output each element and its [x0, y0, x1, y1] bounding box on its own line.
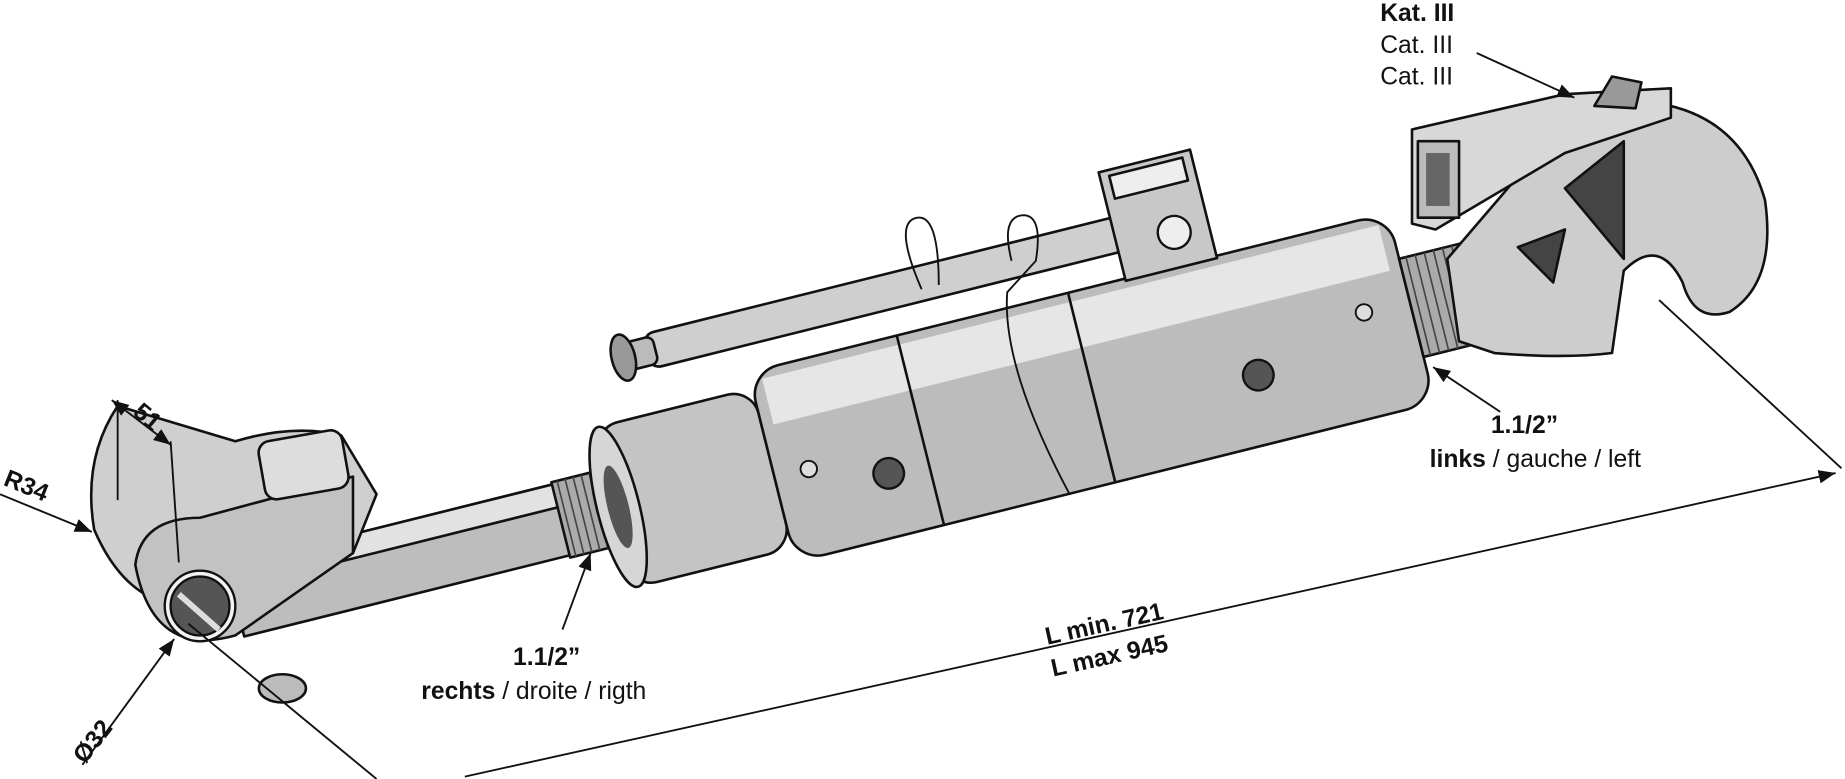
tube-hole	[1241, 358, 1275, 392]
spring-clip	[904, 214, 1071, 496]
right-thread-size: 1.1/2”	[1491, 412, 1558, 439]
quick-hitch-hook	[1410, 75, 1769, 358]
dimension-lines	[0, 52, 1843, 779]
category-label-de: Kat. III	[1380, 0, 1454, 27]
right-thread-direction: links / gauche / left	[1430, 446, 1641, 473]
tube-hole	[872, 456, 906, 490]
left-thread-direction-de: rechts	[421, 678, 495, 705]
bore-label: Ø32	[68, 715, 118, 768]
right-thread-direction-de: links	[1430, 446, 1486, 473]
top-link-body	[225, 148, 1494, 638]
radius-label: R34	[0, 465, 52, 507]
left-thread-size: 1.1/2”	[513, 644, 580, 671]
grease-nipple	[1354, 303, 1374, 322]
left-thread-direction-rest: / droite / rigth	[495, 678, 646, 705]
right-thread-direction-rest: / gauche / left	[1486, 446, 1641, 473]
left-thread-direction: rechts / droite / rigth	[421, 678, 646, 705]
category-label-en: Cat. III	[1380, 64, 1453, 91]
grease-nipple	[799, 459, 818, 479]
ball-eye-end	[89, 404, 378, 704]
category-label-fr: Cat. III	[1380, 32, 1453, 59]
